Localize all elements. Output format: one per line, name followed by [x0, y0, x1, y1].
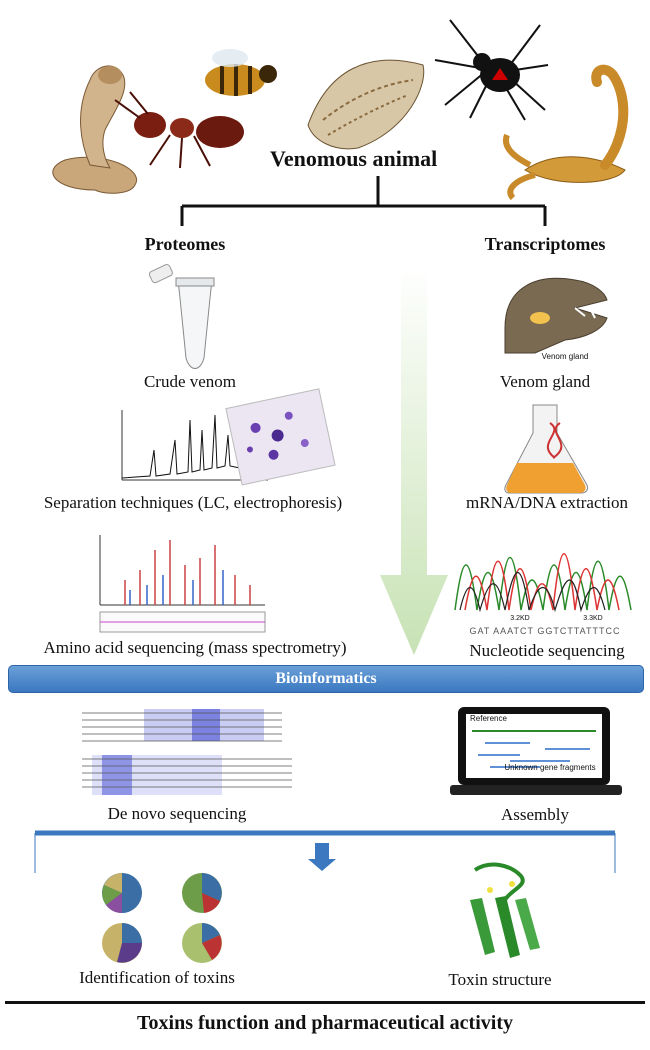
bioinformatics-label: Bioinformatics [275, 670, 377, 687]
output-structure: Toxin structure [448, 970, 552, 989]
electrophoresis-gel [225, 388, 336, 486]
footer-divider [5, 1001, 645, 1004]
spider-illustration [434, 19, 549, 121]
step-nucleotide-sequencing: Nucleotide sequencing [469, 641, 625, 660]
ant-illustration [114, 91, 244, 169]
snake-illustration [52, 65, 138, 194]
assembly-unknown-label: Unknown gene fragments [504, 763, 596, 772]
toxin-structure-ribbon [470, 862, 540, 958]
assembly-reference-label: Reference [470, 714, 507, 723]
analysis-denovo: De novo sequencing [107, 804, 247, 823]
step-mrna-extraction: mRNA/DNA extraction [466, 493, 628, 512]
laptop-assembly-icon [450, 707, 622, 795]
down-arrow [380, 265, 448, 655]
output-identification: Identification of toxins [79, 968, 235, 987]
toxin-pie-charts [102, 873, 222, 963]
footer-title: Toxins function and pharmaceutical activ… [137, 1012, 513, 1034]
lower-flow-arrow [34, 830, 616, 873]
mass-spectrum-chart [99, 535, 266, 633]
flask-dna-icon [504, 404, 588, 494]
cone-snail-illustration [307, 59, 425, 150]
sequence-pos-2: 3.3KD [583, 615, 603, 622]
analysis-assembly: Assembly [501, 805, 569, 824]
step-amino-acid-sequencing: Amino acid sequencing (mass spectrometry… [43, 638, 347, 657]
sequence-bases: GAT AAATCT GGTCTTATTTCC [469, 626, 621, 636]
bioinformatics-bar: Bioinformatics [8, 665, 644, 693]
tube-icon [148, 263, 215, 369]
sequence-pos-1: 3.2KD [510, 615, 530, 622]
sequence-alignment [82, 709, 292, 795]
step-crude-venom: Crude venom [143, 372, 237, 391]
header-title: Venomous animal [270, 146, 438, 171]
branch-proteomes: Proteomes [144, 234, 226, 254]
snake-head-gland-icon [504, 277, 608, 354]
nucleotide-chromatogram [454, 553, 632, 613]
scorpion-illustration [503, 64, 629, 201]
branch-transcriptomes: Transcriptomes [484, 234, 606, 254]
step-separation: Separation techniques (LC, electrophores… [43, 493, 343, 512]
branch-connector [180, 176, 547, 226]
step-venom-gland: Venom gland [499, 372, 591, 391]
bee-illustration [205, 49, 277, 96]
gland-caption: Venom gland [541, 352, 589, 361]
